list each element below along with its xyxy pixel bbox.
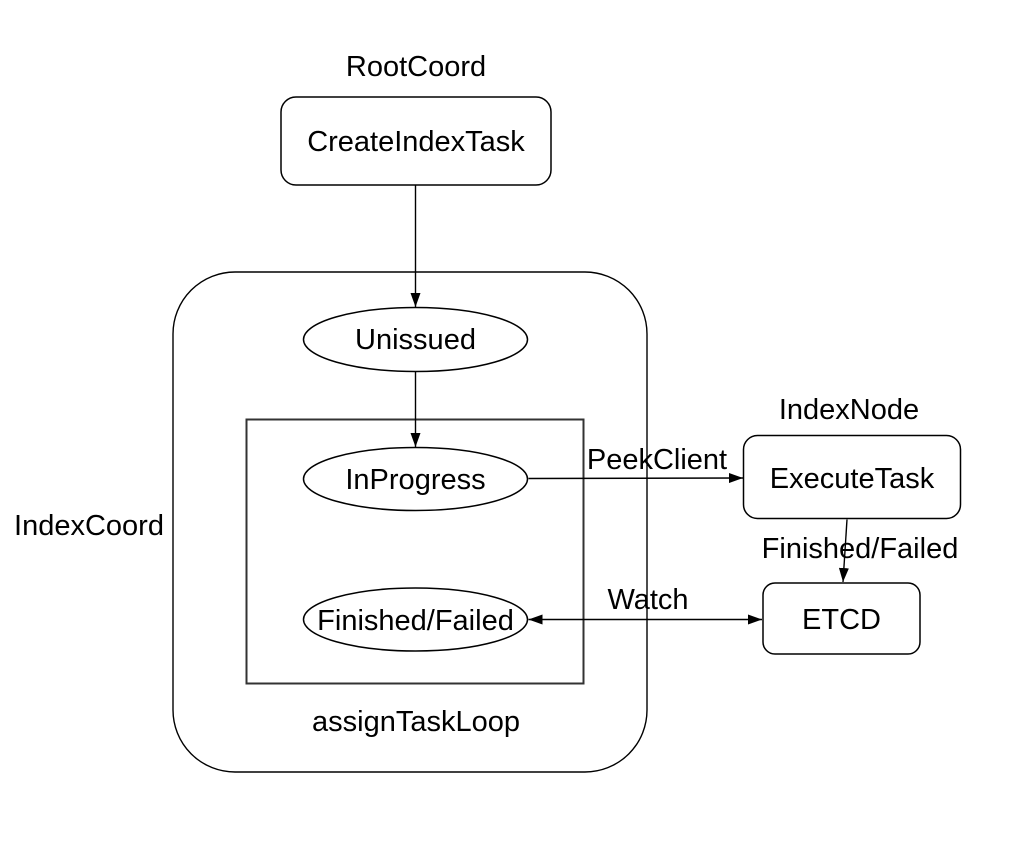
group-label-root-coord: RootCoord bbox=[346, 51, 486, 83]
node-create-index-task bbox=[280, 96, 552, 186]
node-execute-task-label: ExecuteTask bbox=[770, 463, 935, 495]
node-unissued-label: Unissued bbox=[355, 324, 476, 356]
edge-label-finished-failed: Finished/Failed bbox=[762, 533, 959, 565]
node-finished-failed-label: Finished/Failed bbox=[317, 605, 514, 637]
node-create-index-task-label: CreateIndexTask bbox=[307, 126, 525, 158]
node-etcd-label: ETCD bbox=[802, 604, 881, 636]
group-label-index-coord: IndexCoord bbox=[14, 510, 164, 542]
node-etcd bbox=[762, 582, 921, 655]
node-finished-failed bbox=[302, 587, 529, 652]
edge-executetask-to-etcd bbox=[838, 519, 849, 583]
edge-inprogress-to-executetask bbox=[528, 473, 744, 484]
edge-label-watch: Watch bbox=[607, 584, 688, 616]
node-in-progress bbox=[302, 446, 529, 512]
node-execute-task bbox=[742, 434, 962, 520]
node-unissued bbox=[302, 306, 529, 373]
edge-label-peek-client: PeekClient bbox=[587, 444, 727, 476]
group-label-assign-task-loop: assignTaskLoop bbox=[312, 706, 520, 738]
group-label-index-node: IndexNode bbox=[779, 394, 919, 426]
index-coord-container bbox=[172, 271, 648, 773]
node-in-progress-label: InProgress bbox=[345, 464, 485, 496]
